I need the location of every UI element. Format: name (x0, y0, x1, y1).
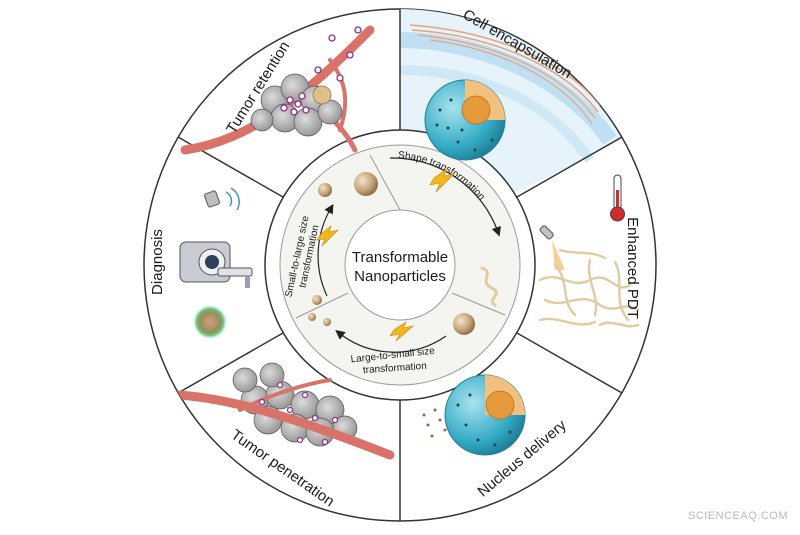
nanoparticle-large (453, 313, 475, 335)
nanoparticle-medium (318, 183, 332, 197)
light-probe-icon (539, 225, 565, 270)
large-to-small-arrow (335, 330, 447, 353)
enhanced-pdt-panel (538, 174, 640, 328)
inner-dividers (295, 154, 506, 319)
lightning-icon (429, 168, 455, 193)
shape-arrow (389, 157, 501, 237)
nanoparticle-small (312, 295, 322, 305)
tumor-penetration-panel (175, 362, 395, 460)
mri-scanner-icon (179, 241, 253, 288)
center-title-line2: Nanoparticles (354, 268, 446, 285)
sector-dividers (177, 9, 623, 521)
nanoparticle (354, 172, 378, 196)
cell-encapsulation-panel (399, 9, 622, 193)
diagnosis-panel (179, 187, 253, 340)
nanoparticle-small (323, 318, 331, 326)
small-to-large-arrow (317, 203, 334, 297)
nucleus-delivery-panel (422, 374, 526, 456)
nanofiber (480, 266, 498, 307)
lightning-icon (389, 321, 415, 342)
label-diagnosis: Diagnosis (149, 229, 166, 295)
watermark: SCIENCEAQ.COM (687, 510, 788, 522)
thermometer-icon (610, 174, 625, 222)
nanofiber-network (538, 248, 640, 328)
blood-vessel (175, 390, 395, 460)
ultrasound-probe-icon (204, 187, 240, 211)
small-to-large-group: Small-to-large size transformation (284, 183, 339, 321)
fluorescent-nanoparticle (192, 304, 228, 340)
nanoparticle-dots (280, 26, 362, 116)
nanoparticle-dots (258, 381, 339, 446)
lightning-icon (316, 225, 339, 247)
nanoparticle-small (308, 313, 316, 321)
released-particles (422, 408, 447, 438)
label-enhanced-pdt: Enhanced PDT (624, 217, 641, 319)
center-title-line1: Transformable (352, 249, 448, 266)
large-to-small-label-2: transformation (363, 361, 428, 376)
encapsulation-sphere (424, 79, 506, 161)
tumor-retention-panel (180, 25, 375, 155)
